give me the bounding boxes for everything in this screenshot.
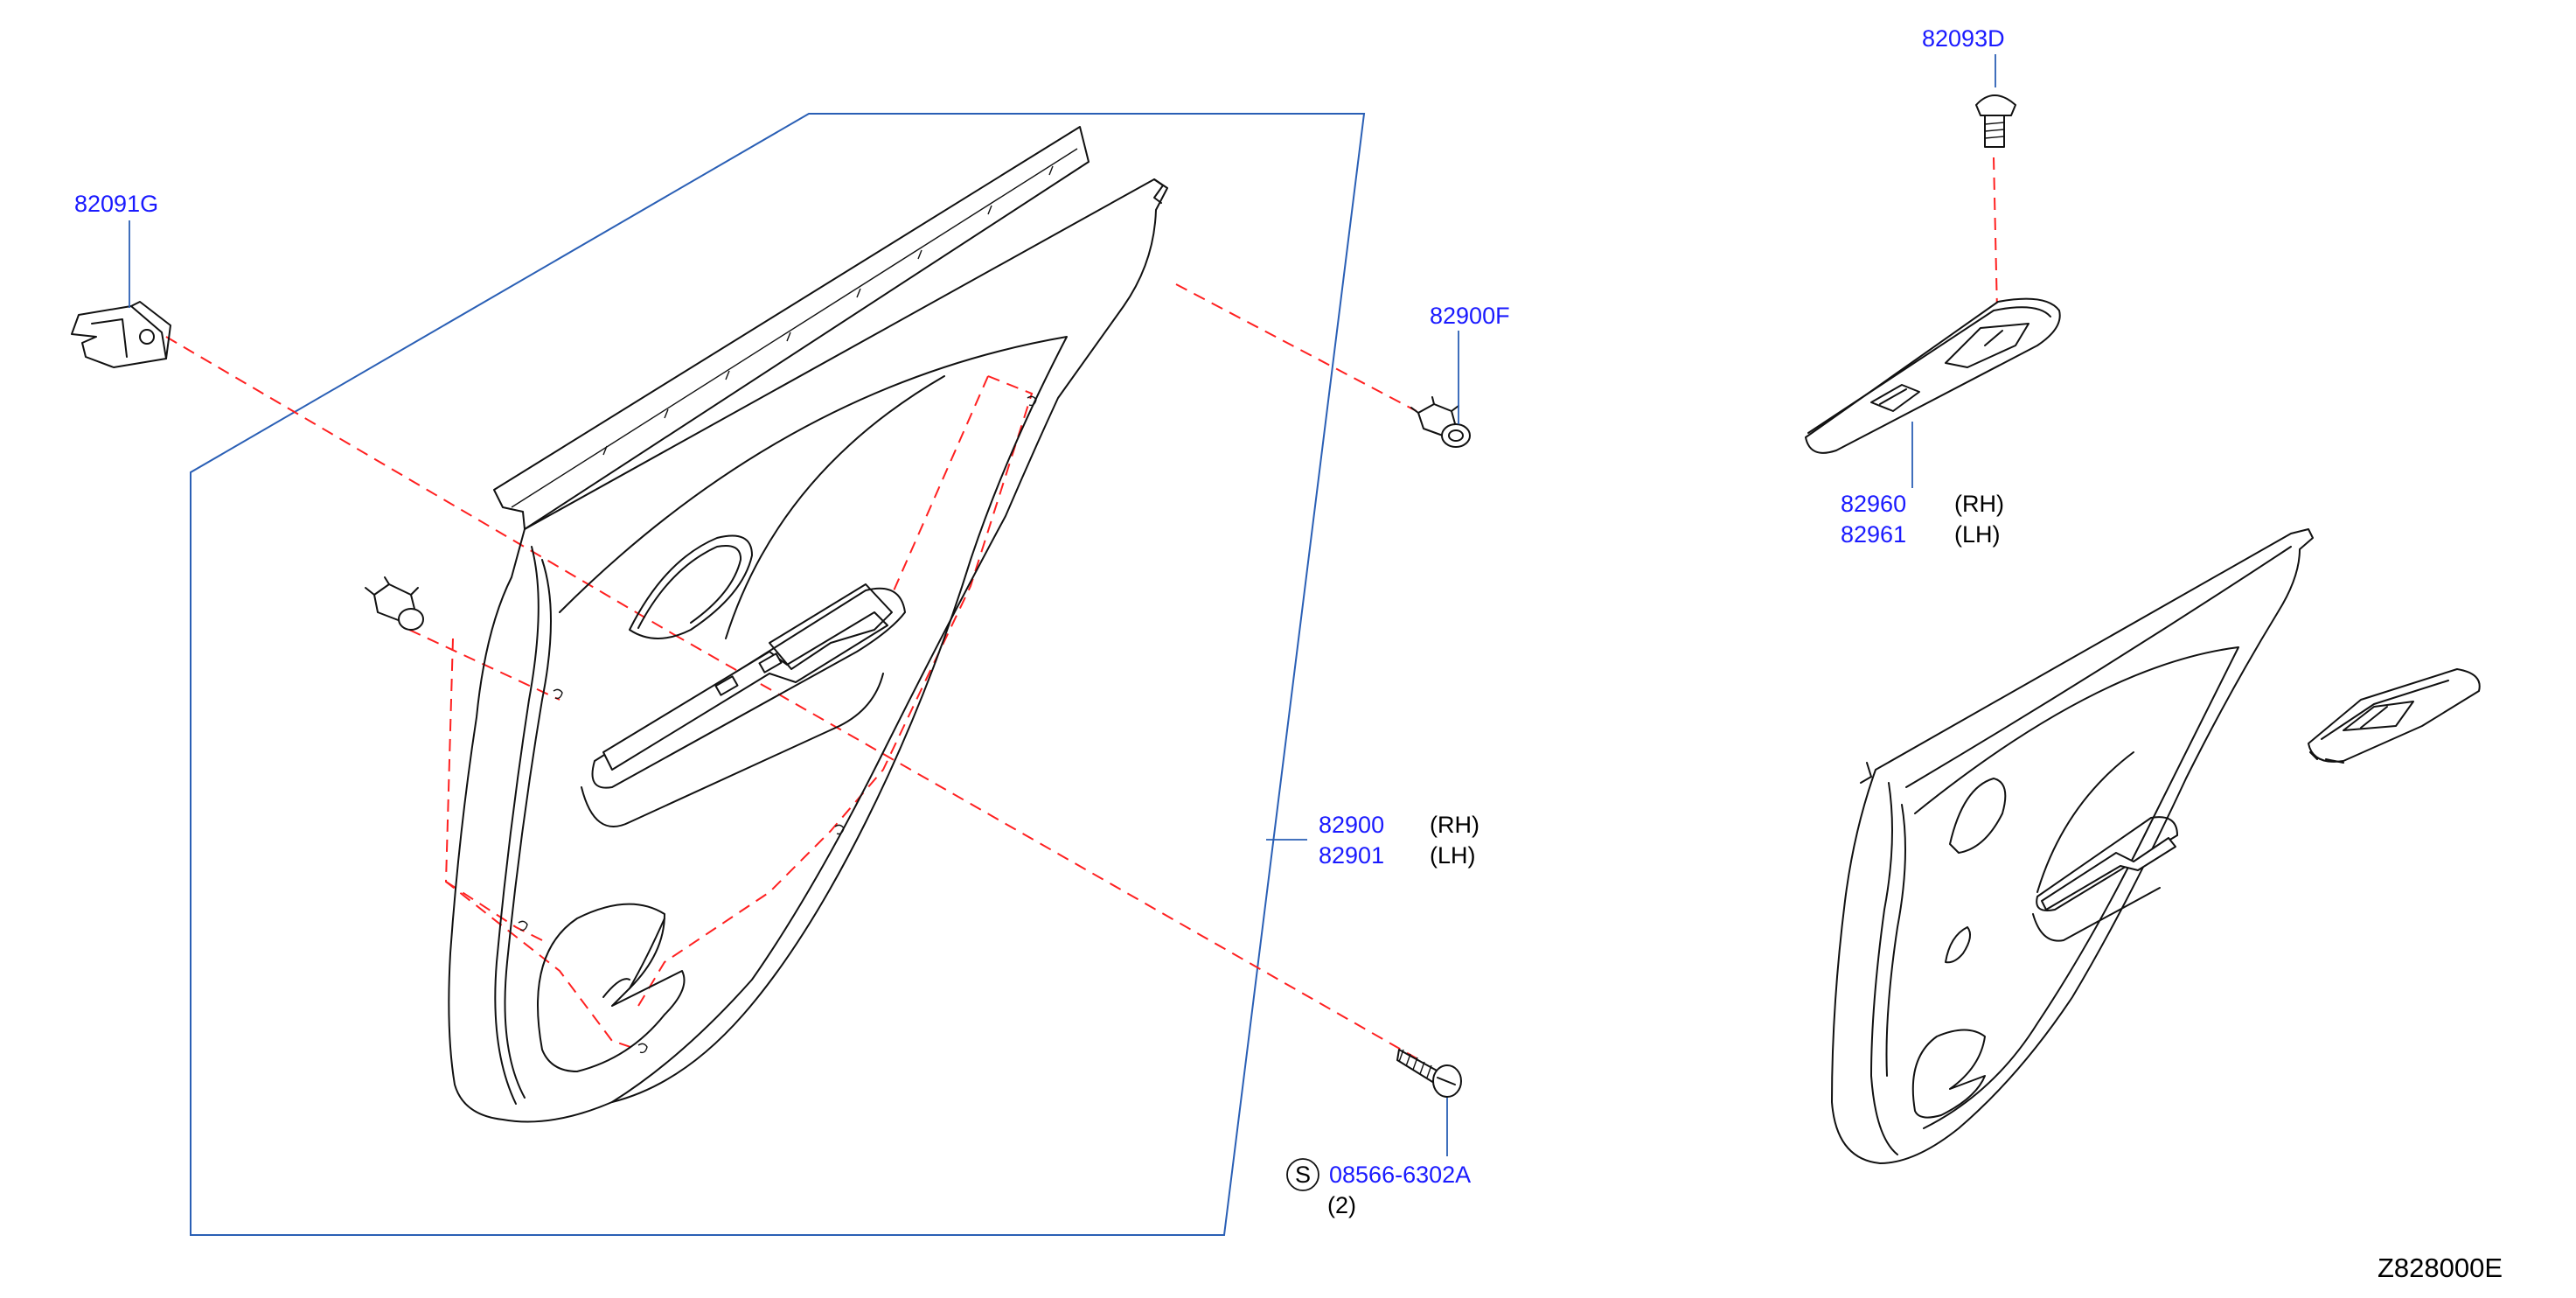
finisher-overview-drawing <box>2308 668 2481 764</box>
side-label-82960: (RH) <box>1954 491 2004 517</box>
part-number-82961[interactable]: 82961 <box>1841 521 1906 548</box>
screw-82093d-drawing <box>1975 94 2016 148</box>
part-number-82960[interactable]: 82960 <box>1841 491 1906 517</box>
part-number-82093d[interactable]: 82093D <box>1922 25 2005 52</box>
quantity-08566-6302a: (2) <box>1327 1192 1356 1218</box>
assembly-frame <box>190 113 1366 1236</box>
leader-lines <box>129 54 1996 1156</box>
part-number-82901[interactable]: 82901 <box>1319 842 1384 869</box>
clip-82900f-drawing <box>1410 396 1471 448</box>
diagram-code: Z828000E <box>2378 1253 2503 1283</box>
door-trim-large-drawing <box>448 126 1168 1123</box>
side-label-82961: (LH) <box>1954 521 2001 548</box>
side-label-82900: (RH) <box>1430 812 1479 838</box>
push-clip-left-drawing <box>365 576 424 631</box>
installation-dash-lines <box>165 157 1999 1059</box>
standard-part-symbol-letter: S <box>1295 1162 1311 1188</box>
part-number-82091g[interactable]: 82091G <box>74 191 158 217</box>
part-number-82900[interactable]: 82900 <box>1319 812 1384 838</box>
part-number-08566-6302a[interactable]: 08566-6302A <box>1329 1162 1471 1188</box>
side-label-82901: (LH) <box>1430 842 1476 869</box>
door-trim-overview-drawing <box>1831 528 2314 1164</box>
screw-08566-drawing <box>1396 1049 1462 1098</box>
part-number-82900f[interactable]: 82900F <box>1430 303 1510 329</box>
standard-part-symbol: S <box>1286 1158 1319 1191</box>
clip-82091g-drawing <box>71 301 171 368</box>
finisher-82960-drawing <box>1805 297 2061 454</box>
